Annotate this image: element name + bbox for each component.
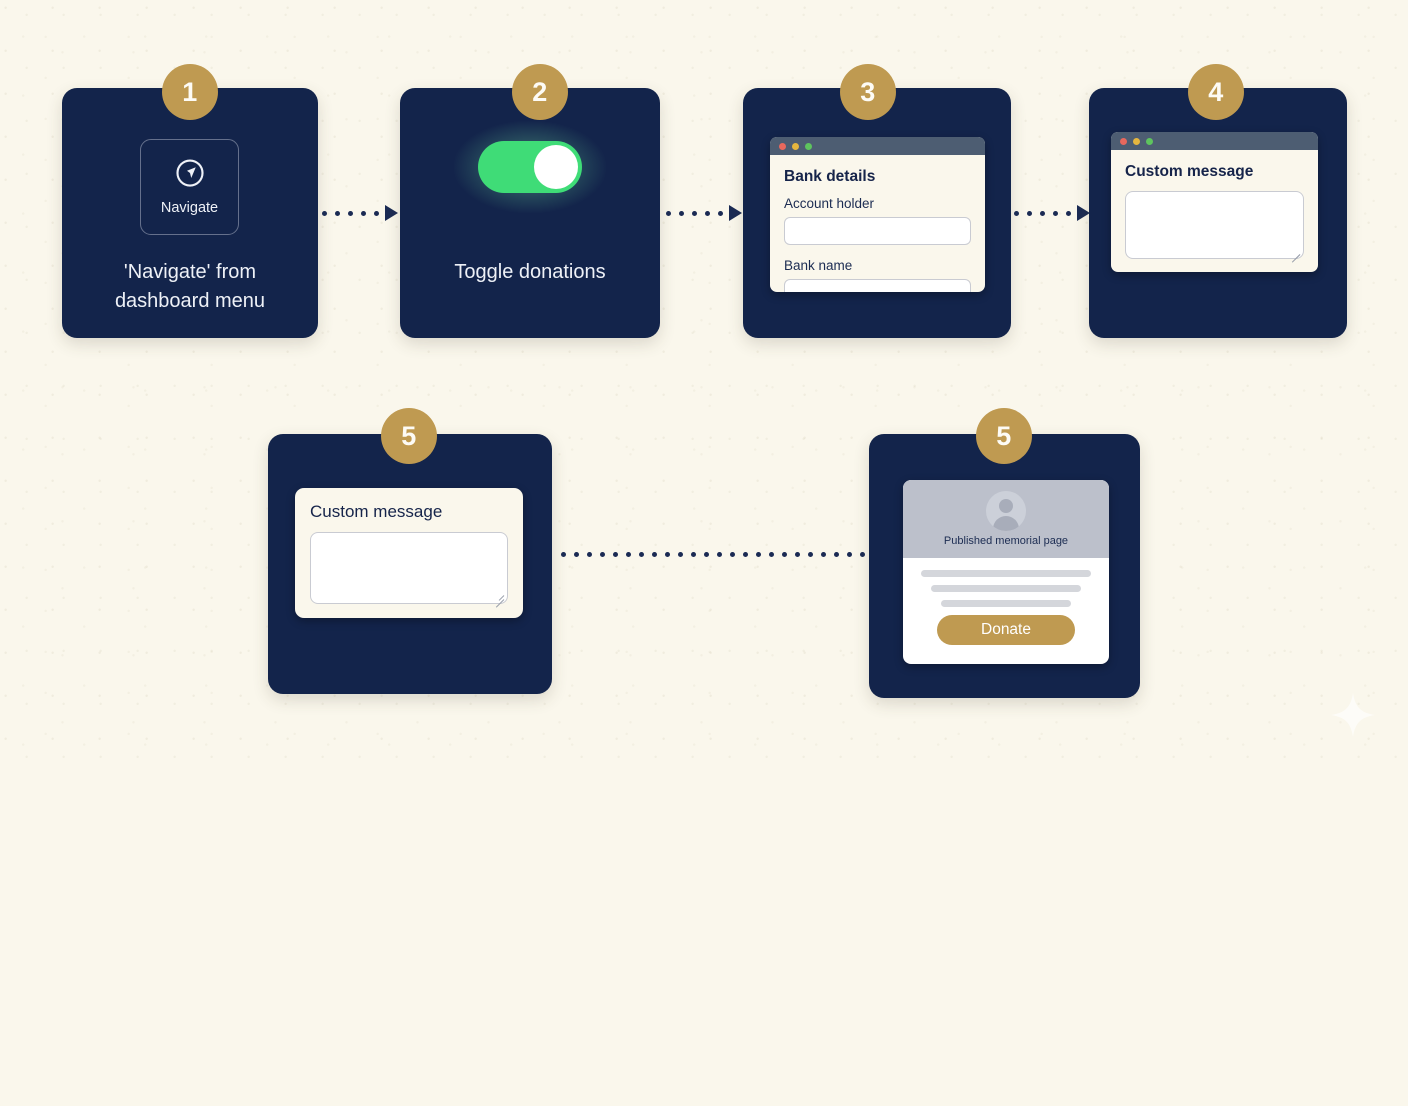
bank-name-label: Bank name — [784, 258, 853, 273]
toggle-track[interactable] — [478, 141, 582, 193]
bank-name-input[interactable] — [784, 279, 971, 292]
step-caption-1-line2: dashboard menu — [114, 290, 266, 312]
donations-toggle[interactable] — [454, 121, 606, 213]
step-badge-5a: 5 — [381, 408, 437, 464]
toggle-knob[interactable] — [534, 145, 578, 189]
arrow-head-icon — [1077, 205, 1090, 221]
step-badge-2: 2 — [512, 64, 568, 120]
step-card-4: Custom message — [1089, 88, 1347, 338]
window-body: Custom message — [1111, 150, 1318, 272]
close-dot-icon[interactable] — [779, 142, 786, 150]
skeleton-line — [941, 600, 1071, 607]
navigate-tile-label: Navigate — [160, 200, 219, 216]
step-caption-1-line1: 'Navigate' from — [123, 261, 257, 283]
window-title-bar — [770, 137, 985, 155]
account-holder-input[interactable] — [784, 217, 971, 245]
flow-arrow-3-to-4 — [1014, 205, 1090, 221]
navigate-tile[interactable]: Navigate — [140, 139, 239, 235]
maximize-dot-icon[interactable] — [805, 142, 812, 150]
bank-details-title: Bank details — [784, 168, 876, 185]
step-card-5b: Published memorial page Donate — [869, 434, 1140, 698]
memorial-body: Donate — [903, 558, 1109, 645]
avatar-head-shape — [999, 499, 1013, 513]
flow-arrow-2-to-3 — [666, 205, 742, 221]
resize-grip-icon[interactable] — [1289, 244, 1301, 263]
step-card-5a: Custom message — [268, 434, 552, 694]
custom-message-panel: Custom message — [295, 488, 523, 618]
memorial-caption: Published memorial page — [943, 535, 1069, 547]
maximize-dot-icon[interactable] — [1146, 137, 1153, 145]
skeleton-line — [931, 585, 1081, 592]
arrow-dots — [322, 210, 379, 216]
step-card-2: Toggle donations — [400, 88, 660, 338]
step-card-1: Navigate 'Navigate' from dashboard menu — [62, 88, 318, 338]
user-avatar-icon — [986, 491, 1026, 531]
avatar-body-shape — [993, 516, 1019, 531]
donate-button[interactable]: Donate — [937, 615, 1075, 645]
step-badge-4: 4 — [1188, 64, 1244, 120]
custom-message-panel-textarea[interactable] — [310, 532, 508, 608]
step-caption-2: Toggle donations — [454, 261, 606, 283]
resize-grip-icon[interactable] — [493, 589, 505, 608]
step-caption-1: 'Navigate' from dashboard menu — [62, 258, 318, 316]
arrow-dots — [666, 210, 723, 216]
account-holder-label: Account holder — [784, 196, 875, 211]
field-spacer — [784, 245, 971, 258]
arrow-dots — [561, 551, 891, 557]
step-badge-3: 3 — [840, 64, 896, 120]
window-title-bar — [1111, 132, 1318, 150]
step-badge-1: 1 — [162, 64, 218, 120]
custom-message-textarea[interactable] — [1125, 191, 1304, 263]
arrow-head-icon — [729, 205, 742, 221]
bank-details-window: Bank details Account holder Bank name — [770, 137, 985, 292]
arrow-head-icon — [385, 205, 398, 221]
custom-message-panel-title: Custom message — [310, 502, 443, 521]
memorial-page-mock: Published memorial page Donate — [903, 480, 1109, 664]
arrow-dots — [1014, 210, 1071, 216]
step-card-3: Bank details Account holder Bank name — [743, 88, 1011, 338]
window-body: Bank details Account holder Bank name — [770, 155, 985, 292]
minimize-dot-icon[interactable] — [792, 142, 799, 150]
memorial-header: Published memorial page — [903, 480, 1109, 558]
custom-message-title: Custom message — [1125, 163, 1254, 180]
step-badge-5b: 5 — [976, 408, 1032, 464]
navigate-compass-icon — [175, 158, 205, 193]
flow-arrow-1-to-2 — [322, 205, 398, 221]
skeleton-line — [921, 570, 1091, 577]
flow-arrow-5a-to-5b — [561, 546, 910, 562]
flow-diagram: 1 Navigate 'Navigate' from dashboard men… — [62, 64, 1376, 738]
sparkle-icon — [1330, 692, 1376, 738]
close-dot-icon[interactable] — [1120, 137, 1127, 145]
custom-message-window: Custom message — [1111, 132, 1318, 272]
minimize-dot-icon[interactable] — [1133, 137, 1140, 145]
